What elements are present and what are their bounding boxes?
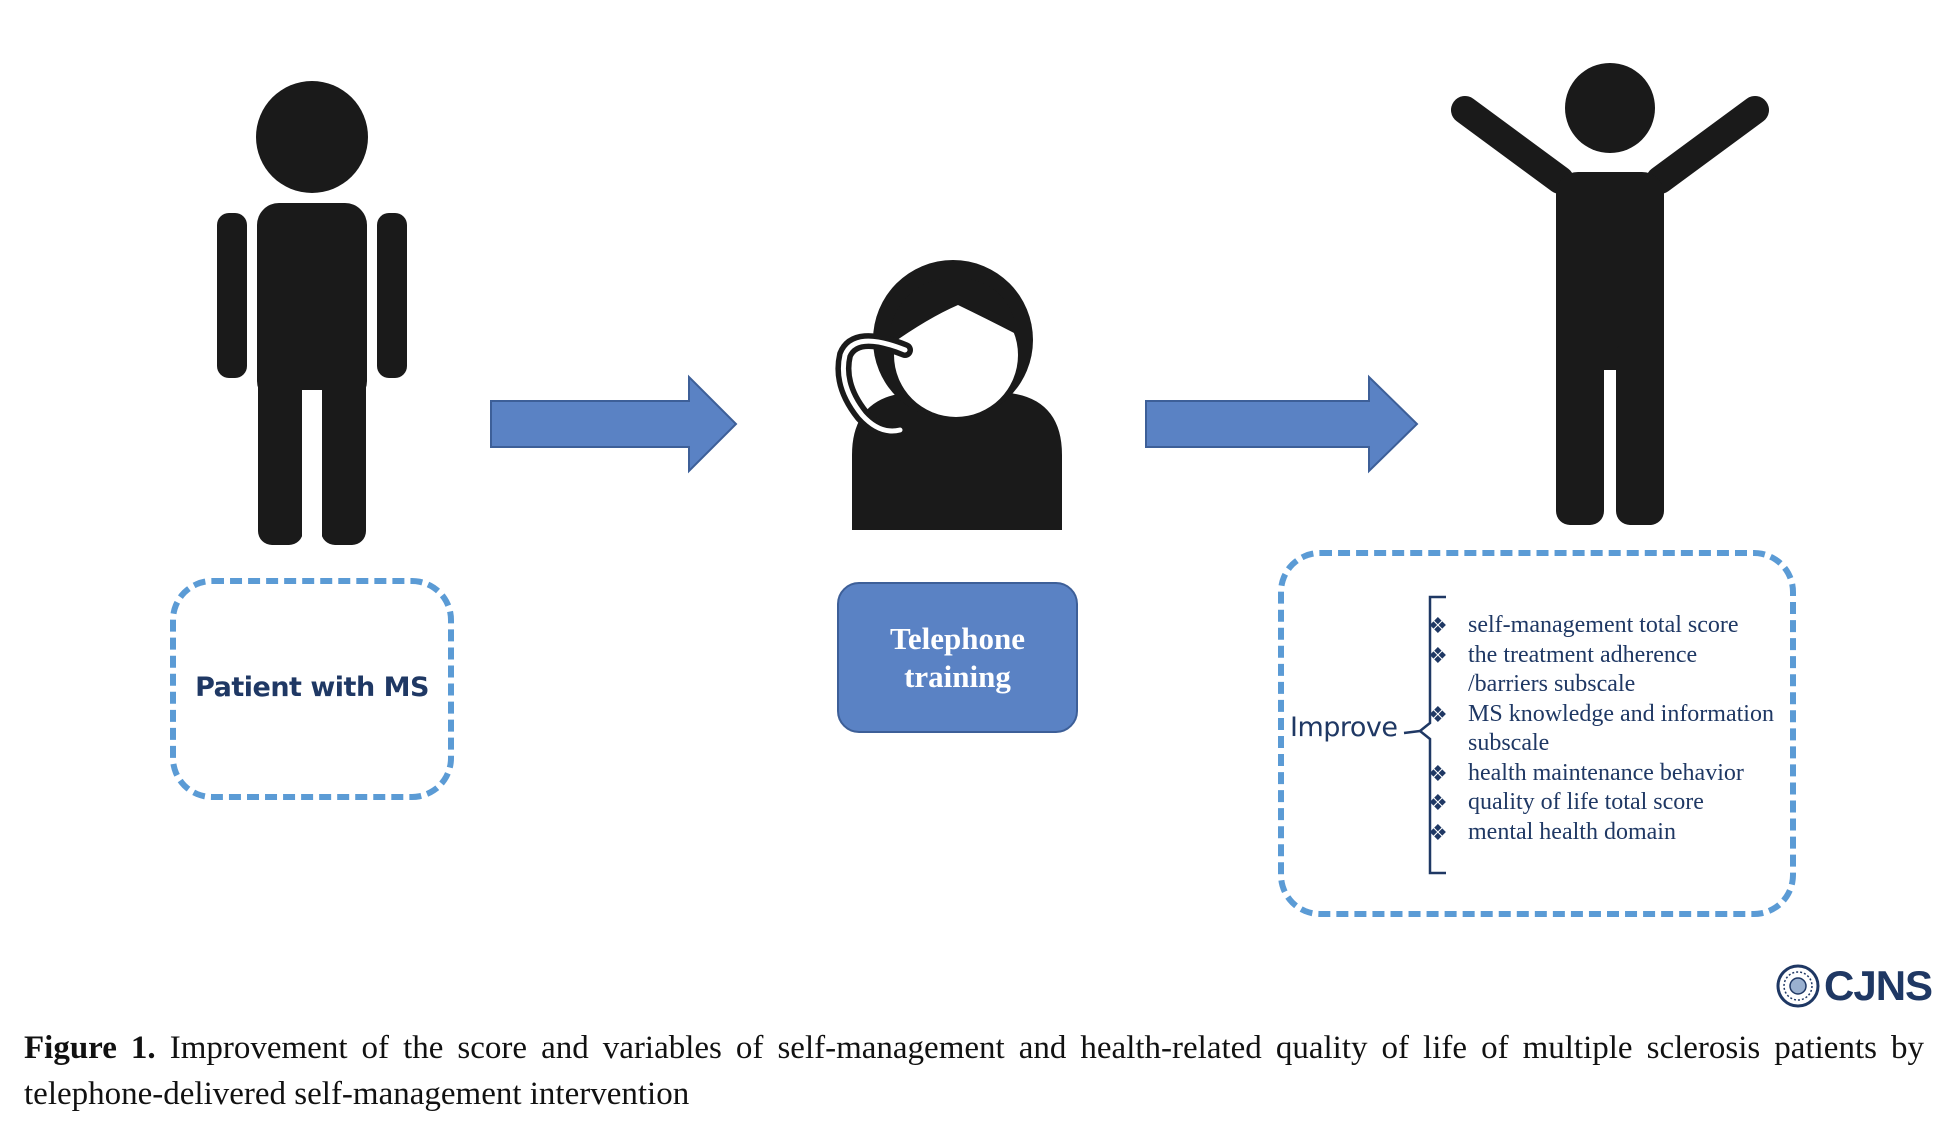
cjns-logo: CJNS: [1776, 962, 1933, 1009]
outcome-item-text: MS knowledge and information: [1468, 700, 1774, 727]
diamond-bullet-icon: ❖: [1428, 790, 1448, 815]
training-label-line1: Telephone: [890, 620, 1025, 656]
outcome-item: ❖ the treatment adherence/barriers subsca…: [1428, 641, 1788, 700]
patient-figure-icon: [217, 81, 407, 545]
outcome-item-text: mental health domain: [1468, 818, 1676, 845]
caption-label: Figure 1.: [24, 1030, 156, 1066]
outcome-item: ❖ MS knowledge and information subscale: [1428, 700, 1788, 759]
cheering-figure-icon: [1451, 63, 1769, 530]
diamond-bullet-icon: ❖: [1428, 642, 1448, 668]
phone-counselor-icon: [835, 260, 1062, 530]
outcome-item: ❖ mental health domain: [1428, 818, 1788, 848]
outcome-item-text: subscale: [1468, 730, 1550, 756]
figure-caption: Figure 1. Improvement of the score and v…: [24, 1025, 1924, 1117]
outcome-item-text: health maintenance behavior: [1468, 759, 1744, 786]
training-label-line2: training: [904, 658, 1011, 694]
improve-brace: [1403, 595, 1446, 875]
patient-box: Patient with MS: [170, 578, 454, 800]
outcomes-list: ❖ self-management total score ❖ the treatme…: [1428, 611, 1788, 847]
arrow-right-icon: [1145, 374, 1419, 474]
diamond-bullet-icon: ❖: [1428, 613, 1448, 638]
journal-seal-icon: [1776, 964, 1820, 1008]
improve-label: Improve: [1290, 712, 1398, 743]
cjns-logo-text: CJNS: [1824, 962, 1933, 1009]
outcome-item-text: the treatment adherence: [1468, 641, 1698, 668]
diamond-bullet-icon: ❖: [1428, 701, 1448, 727]
diamond-bullet-icon: ❖: [1428, 819, 1448, 845]
patient-label: Patient with MS: [195, 672, 429, 703]
telephone-training-box: Telephone training: [837, 582, 1078, 733]
outcome-item-text: /barriers subscale: [1468, 671, 1636, 697]
outcome-item-text: quality of life total score: [1468, 789, 1704, 815]
outcome-item: ❖ health maintenance behavior: [1428, 759, 1788, 789]
outcome-item: ❖ self-management total score: [1428, 611, 1788, 641]
outcome-item: ❖ quality of life total score: [1428, 788, 1788, 818]
diamond-bullet-icon: ❖: [1428, 760, 1448, 786]
outcome-item-text: self-management total score: [1468, 612, 1739, 638]
improve-box: [1278, 550, 1796, 917]
arrow-right-icon: [490, 374, 738, 474]
caption-text: Improvement of the score and variables o…: [24, 1030, 1924, 1112]
